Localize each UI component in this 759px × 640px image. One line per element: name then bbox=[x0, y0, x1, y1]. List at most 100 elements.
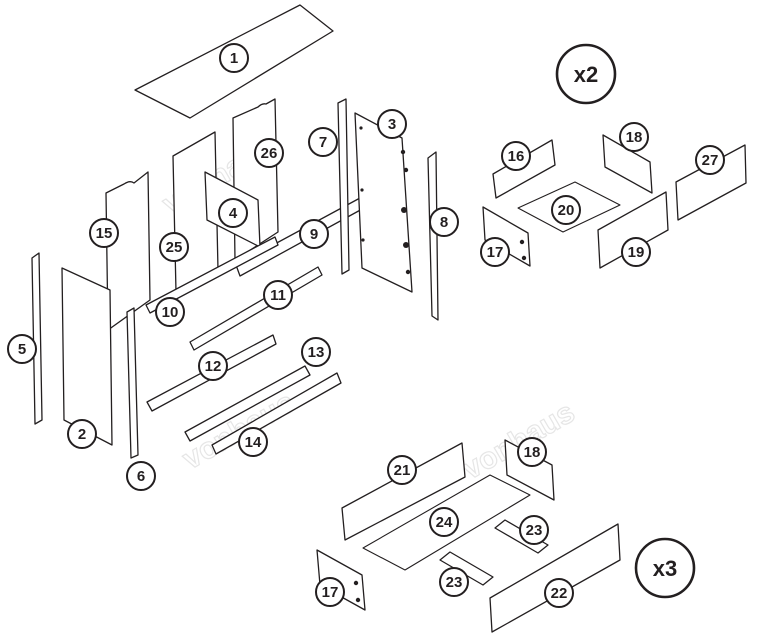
callout-18: 18 bbox=[517, 437, 547, 467]
callout-circle bbox=[299, 219, 329, 249]
callout-circle bbox=[377, 109, 407, 139]
callout-17: 17 bbox=[315, 577, 345, 607]
callout-3: 3 bbox=[377, 109, 407, 139]
part-drawer-side-left bbox=[482, 206, 531, 267]
callout-circle bbox=[67, 419, 97, 449]
callout-label: 20 bbox=[558, 202, 575, 219]
callout-14: 14 bbox=[238, 427, 268, 457]
drawer-side-holes bbox=[519, 239, 527, 261]
callout-17: 17 bbox=[480, 237, 510, 267]
multiplier-bottom: x3 bbox=[634, 537, 696, 599]
callout-label: 11 bbox=[270, 287, 286, 304]
callout-circle bbox=[501, 141, 531, 171]
callout-circle bbox=[429, 207, 459, 237]
part-drawer-side-right bbox=[602, 134, 653, 194]
callout-circle bbox=[544, 578, 574, 608]
callout-16: 16 bbox=[501, 141, 531, 171]
part-left-side-panel bbox=[61, 267, 113, 446]
callout-circle bbox=[695, 145, 725, 175]
multiplier-top: x2 bbox=[555, 43, 617, 105]
callout-circle bbox=[480, 237, 510, 267]
callout-25: 25 bbox=[159, 232, 189, 262]
callout-label: 17 bbox=[487, 244, 504, 261]
part-left-rear-stile bbox=[31, 252, 43, 425]
callout-circle bbox=[218, 198, 248, 228]
callout-2: 2 bbox=[67, 419, 97, 449]
part-drawer-back bbox=[492, 139, 556, 199]
callout-label: 9 bbox=[310, 226, 318, 243]
callout-label: 8 bbox=[440, 214, 448, 231]
part-right-rear-stile bbox=[427, 151, 439, 321]
part-back-panel-left bbox=[105, 171, 151, 331]
part-bottom-front bbox=[184, 365, 311, 442]
callout-circle bbox=[315, 577, 345, 607]
callout-26: 26 bbox=[254, 138, 284, 168]
callout-circle bbox=[155, 297, 185, 327]
callout-21: 21 bbox=[387, 455, 417, 485]
callout-circle bbox=[517, 437, 547, 467]
callout-label: 4 bbox=[229, 205, 238, 222]
callout-8: 8 bbox=[429, 207, 459, 237]
callout-9: 9 bbox=[299, 219, 329, 249]
callout-label: 12 bbox=[205, 358, 222, 375]
callout-circle bbox=[551, 195, 581, 225]
callout-circle bbox=[621, 237, 651, 267]
callout-12: 12 bbox=[198, 351, 228, 381]
callout-circle bbox=[198, 351, 228, 381]
callout-27: 27 bbox=[695, 145, 725, 175]
callout-label: 24 bbox=[436, 514, 453, 531]
callout-label: 19 bbox=[628, 244, 645, 261]
callout-7: 7 bbox=[308, 127, 338, 157]
multiplier-bottom-label: x3 bbox=[653, 556, 677, 581]
callout-label: 25 bbox=[166, 239, 183, 256]
callout-20: 20 bbox=[551, 195, 581, 225]
part-large-drawer-back bbox=[341, 442, 466, 541]
callout-label: 18 bbox=[626, 129, 643, 146]
callout-circle bbox=[159, 232, 189, 262]
callout-label: 10 bbox=[162, 304, 179, 321]
callout-label: 27 bbox=[702, 152, 719, 169]
callout-circle bbox=[619, 122, 649, 152]
callout-circle bbox=[519, 515, 549, 545]
callout-label: 23 bbox=[526, 522, 543, 539]
part-runner-strip-lower bbox=[439, 551, 494, 586]
callout-label: 16 bbox=[508, 148, 525, 165]
large-drawer-side-holes bbox=[353, 580, 361, 603]
callout-label: 23 bbox=[446, 574, 463, 591]
callout-13: 13 bbox=[301, 337, 331, 367]
callout-circle bbox=[7, 334, 37, 364]
callout-circle bbox=[263, 280, 293, 310]
callout-label: 3 bbox=[388, 116, 396, 133]
part-large-drawer-side-left bbox=[316, 549, 366, 611]
callout-11: 11 bbox=[263, 280, 293, 310]
callout-label: 22 bbox=[551, 585, 568, 602]
part-right-front-stile bbox=[337, 98, 350, 275]
callout-circle bbox=[254, 138, 284, 168]
callout-6: 6 bbox=[126, 461, 156, 491]
multiplier-top-label: x2 bbox=[574, 62, 598, 87]
callout-label: 5 bbox=[18, 341, 26, 358]
callout-circle bbox=[429, 507, 459, 537]
part-drawer-front bbox=[597, 191, 669, 269]
callout-circle bbox=[126, 461, 156, 491]
callout-23: 23 bbox=[519, 515, 549, 545]
callout-15: 15 bbox=[89, 218, 119, 248]
callout-label: 2 bbox=[78, 426, 86, 443]
callout-label: 7 bbox=[319, 134, 327, 151]
callout-1: 1 bbox=[219, 43, 249, 73]
callout-4: 4 bbox=[218, 198, 248, 228]
part-left-front-stile bbox=[126, 307, 139, 459]
callout-24: 24 bbox=[429, 507, 459, 537]
callout-10: 10 bbox=[155, 297, 185, 327]
part-large-drawer-front bbox=[489, 523, 621, 633]
callout-5: 5 bbox=[7, 334, 37, 364]
callout-label: 15 bbox=[96, 225, 113, 242]
callout-label: 13 bbox=[308, 344, 325, 361]
callout-circle bbox=[89, 218, 119, 248]
callout-23: 23 bbox=[439, 567, 469, 597]
callout-19: 19 bbox=[621, 237, 651, 267]
callout-18: 18 bbox=[619, 122, 649, 152]
